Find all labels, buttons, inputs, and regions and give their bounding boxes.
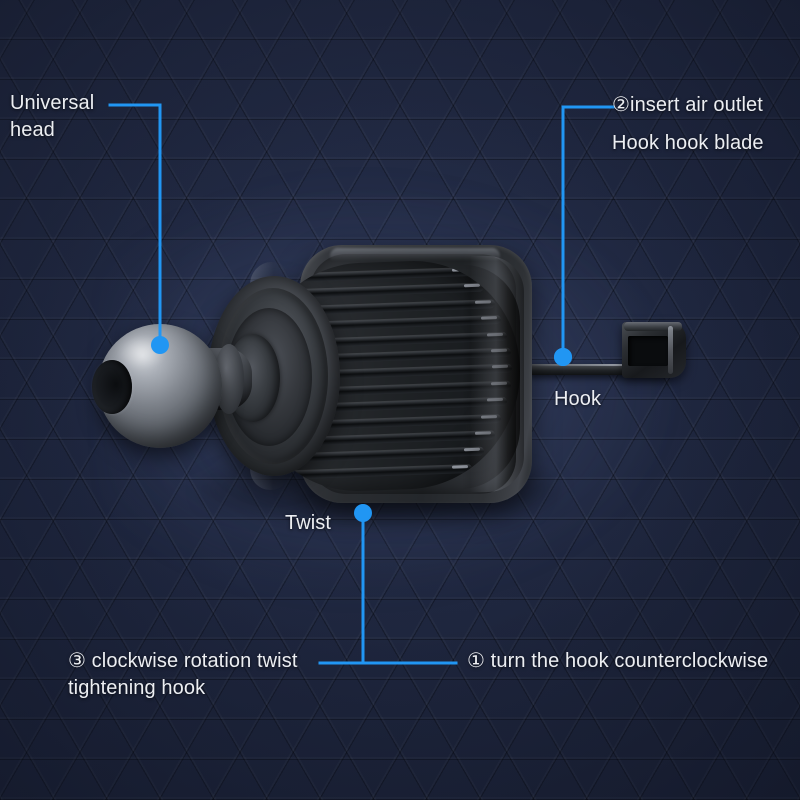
label-hook: Hook (554, 388, 602, 410)
leader-line (108, 103, 162, 347)
label-insert-air-outlet: ②insert air outlet (612, 94, 763, 116)
label-hook-hook-blade: Hook hook blade (612, 132, 764, 154)
label-step-3: ③ clockwise rotation twist tightening ho… (68, 650, 298, 699)
leader-line (561, 105, 615, 359)
label-universal-head: Universal head (10, 92, 95, 141)
leader-dot (554, 348, 572, 366)
label-twist: Twist (285, 512, 332, 534)
label-step-1: ① turn the hook counterclockwise (467, 650, 769, 672)
leader-dot (354, 504, 372, 522)
leader-dot (151, 336, 169, 354)
